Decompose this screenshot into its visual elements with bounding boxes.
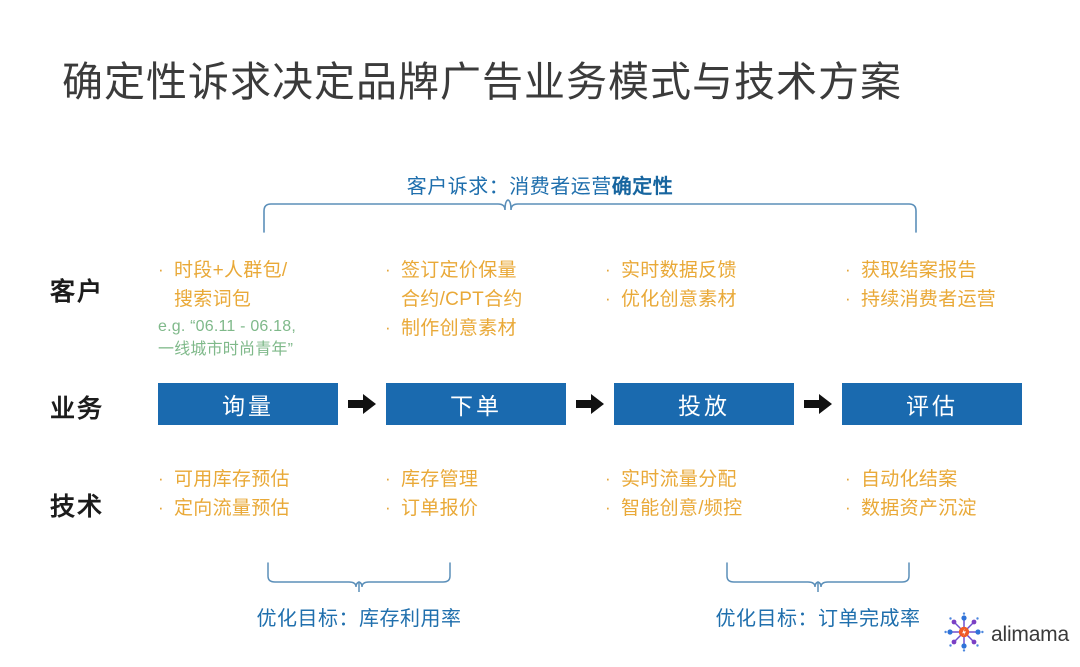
process-step-order[interactable]: 下单 [386, 383, 566, 425]
process-step-delivery[interactable]: 投放 [614, 383, 794, 425]
list-item-label: 订单报价 [401, 497, 479, 519]
arrow-right-icon [576, 394, 604, 414]
bullet-dot-icon: · [605, 288, 611, 308]
logo-mark-icon [944, 612, 984, 652]
tech-column-3: · 实时流量分配 · 智能创意/频控 [605, 467, 820, 525]
list-item: · 持续消费者运营 [845, 287, 1055, 314]
list-item-label: 智能创意/频控 [621, 497, 743, 519]
bullet-dot-icon: · [845, 497, 851, 517]
bullet-dot-icon: · [845, 288, 851, 308]
alimama-burst-icon [944, 612, 984, 657]
list-item: · 实时数据反馈 [605, 258, 820, 285]
customer-demand-caption: 客户诉求：消费者运营确定性 [0, 170, 1080, 199]
bullet-dot-icon: · [605, 260, 611, 279]
bullet-dot-icon: · [605, 497, 611, 517]
tech-column-2: · 库存管理 · 订单报价 [385, 467, 600, 525]
list-item-label: 实时流量分配 [621, 469, 737, 490]
bullet-dot-icon: · [605, 469, 611, 488]
bullet-dot-icon: · [845, 469, 851, 488]
goal-brace-left [266, 562, 452, 593]
list-item: · 可用库存预估 [158, 467, 383, 494]
bullet-dot-icon: · [385, 497, 391, 517]
list-item: · 搜索词包 [158, 287, 388, 314]
example-note-line-1: e.g. “06.11 - 06.18, [158, 317, 297, 335]
list-item-label: 实时数据反馈 [621, 260, 737, 281]
list-item-label: 合约/CPT合约 [401, 288, 523, 310]
list-item-label: 库存管理 [401, 469, 479, 490]
list-item-label: 数据资产沉淀 [861, 497, 977, 519]
list-item-label: 搜索词包 [174, 288, 252, 310]
list-item: · 时段+人群包/ [158, 258, 388, 285]
bullet-dot-icon: · [845, 260, 851, 279]
top-brace [262, 199, 918, 233]
list-item: · 合约/CPT合约 [385, 287, 600, 314]
process-step-evaluation[interactable]: 评估 [842, 383, 1022, 425]
list-item-label: 签订定价保量 [401, 260, 517, 281]
alimama-wordmark: alimama [991, 622, 1069, 646]
list-item-label: 可用库存预估 [174, 469, 290, 490]
list-item-label: 制作创意素材 [401, 317, 517, 339]
tech-column-1: · 可用库存预估 · 定向流量预估 [158, 467, 383, 525]
customer-column-2: · 签订定价保量 · 合约/CPT合约 · 制作创意素材 [385, 258, 600, 345]
goal-label-left: 优化目标：库存利用率 [256, 608, 462, 630]
arrow-right-icon [804, 394, 832, 414]
brace-right-icon [726, 562, 910, 593]
customer-column-1: · 时段+人群包/ · 搜索词包 e.g. “06.11 - 06.18, 一线… [158, 258, 388, 360]
page-title: 确定性诉求决定品牌广告业务模式与技术方案 [62, 59, 902, 105]
list-item: · 获取结案报告 [845, 258, 1055, 285]
list-item: · 数据资产沉淀 [845, 496, 1055, 523]
top-brace-icon [263, 199, 917, 233]
business-process-row: 询量 下单 投放 评估 [158, 383, 1022, 425]
list-item: · 订单报价 [385, 496, 600, 523]
bullet-dot-icon: · [158, 497, 164, 517]
row-label-business: 业务 [50, 395, 105, 423]
process-arrow-icon [338, 393, 386, 415]
list-item: · 自动化结案 [845, 467, 1055, 494]
example-note-line-2: 一线城市时尚青年” [158, 340, 294, 358]
list-item-label: 自动化结案 [861, 469, 958, 490]
list-item-label: 持续消费者运营 [861, 288, 997, 310]
customer-demand-caption-prefix: 客户诉求：消费者运营 [406, 176, 612, 198]
list-item: · 智能创意/频控 [605, 496, 820, 523]
list-item-label: 优化创意素材 [621, 288, 737, 310]
goal-label-right: 优化目标：订单完成率 [715, 608, 921, 630]
customer-column-4: · 获取结案报告 · 持续消费者运营 [845, 258, 1055, 316]
customer-demand-caption-emphasis: 确定性 [611, 176, 674, 198]
row-label-tech: 技术 [50, 493, 105, 521]
alimama-logo: alimama [944, 612, 1069, 657]
list-item-label: 时段+人群包/ [174, 260, 288, 281]
list-item: · 定向流量预估 [158, 496, 383, 523]
customer-column-3: · 实时数据反馈 · 优化创意素材 [605, 258, 820, 316]
bullet-dot-icon: · [385, 317, 391, 337]
process-arrow-icon [566, 393, 614, 415]
list-item-label: 获取结案报告 [861, 260, 977, 281]
tech-column-4: · 自动化结案 · 数据资产沉淀 [845, 467, 1055, 525]
list-item: · 优化创意素材 [605, 287, 820, 314]
bullet-dot-icon: · [385, 469, 391, 488]
bullet-dot-icon: · [158, 469, 164, 488]
list-item-label: 定向流量预估 [174, 497, 290, 519]
brace-left-icon [267, 562, 451, 593]
bullet-dot-icon: · [385, 260, 391, 279]
list-item: · 签订定价保量 [385, 258, 600, 285]
list-item: · 库存管理 [385, 467, 600, 494]
process-arrow-icon [794, 393, 842, 415]
arrow-right-icon [348, 394, 376, 414]
list-item: · 制作创意素材 [385, 316, 600, 343]
process-step-inquiry[interactable]: 询量 [158, 383, 338, 425]
goal-brace-right [725, 562, 911, 593]
bullet-dot-icon: · [158, 260, 164, 279]
list-item: · 实时流量分配 [605, 467, 820, 494]
row-label-customer: 客户 [50, 278, 105, 306]
